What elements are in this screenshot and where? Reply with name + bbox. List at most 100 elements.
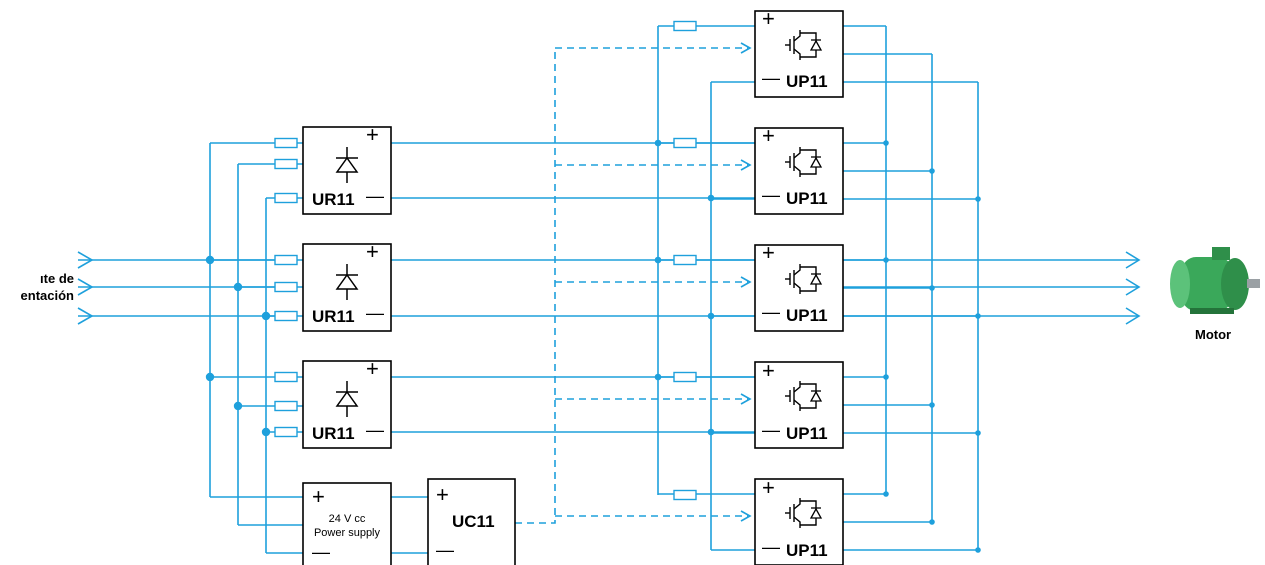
junction-dot [205, 255, 215, 265]
diode-icon [335, 390, 359, 407]
inverter-1-minus: — [762, 68, 780, 88]
rectifier-1-label: UR11 [312, 190, 355, 209]
junction-dot [883, 140, 889, 146]
igbt-icon [793, 498, 801, 510]
rectifier-3-label: UR11 [312, 424, 355, 443]
junction-dot [707, 312, 715, 320]
junction-dot [707, 194, 715, 202]
junction-dot [975, 196, 981, 202]
junction-dot [261, 427, 271, 437]
junction-dot [654, 256, 662, 264]
fuse-icon [274, 310, 298, 322]
fuse-icon [673, 254, 697, 266]
power-supply-minus: — [312, 542, 330, 562]
inverter-5-minus: — [762, 537, 780, 557]
motor-feed-arrow [1125, 251, 1141, 269]
control-arrow [740, 276, 752, 288]
power-supply-voltage: 24 V cc [328, 513, 366, 525]
power-supply-block [302, 482, 392, 565]
inverter-2-plus: + [762, 123, 775, 148]
inverter-3-minus: — [762, 302, 780, 322]
rectifier-3-plus: + [366, 356, 379, 381]
igbt-icon [793, 165, 801, 177]
inverter-3-plus: + [762, 240, 775, 265]
rectifier-1-minus: — [366, 186, 384, 206]
fuse-icon [274, 192, 298, 204]
fuse-icon [673, 371, 697, 383]
igbt-icon [793, 264, 801, 276]
controller-block [427, 478, 516, 565]
junction-dot [883, 374, 889, 380]
fuse-icon [274, 400, 298, 412]
junction-dot [929, 519, 935, 525]
igbt-icon [793, 147, 801, 159]
igbt-icon [809, 273, 823, 285]
fuse-icon [274, 254, 298, 266]
junction-dot [883, 491, 889, 497]
junction-dot [975, 430, 981, 436]
diode-icon [335, 156, 359, 173]
rectifier-2-label: UR11 [312, 307, 355, 326]
controller-plus: + [436, 482, 449, 507]
inverter-1-plus: + [762, 6, 775, 31]
inverter-4-minus: — [762, 420, 780, 440]
inverter-4-label: UP11 [786, 424, 828, 443]
igbt-icon [793, 399, 801, 411]
power-source-label-line2: entación [20, 288, 74, 303]
junction-dot [233, 401, 243, 411]
inverter-4-plus: + [762, 358, 775, 383]
inverter-3-label: UP11 [786, 306, 828, 325]
junction-dot [929, 168, 935, 174]
inverter-2-minus: — [762, 185, 780, 205]
junction-dot [205, 372, 215, 382]
fuse-icon [673, 137, 697, 149]
inverter-5-plus: + [762, 475, 775, 500]
diode-icon [335, 273, 359, 290]
motor-body [1182, 257, 1232, 311]
control-arrow [740, 159, 752, 171]
motor-face [1170, 260, 1190, 308]
control-arrow [740, 510, 752, 522]
junction-dot [929, 402, 935, 408]
fuse-icon [274, 371, 298, 383]
motor-feed-arrow [1125, 278, 1141, 296]
motor-icon [1170, 247, 1260, 314]
igbt-icon [809, 390, 823, 402]
motor-endcap [1221, 258, 1249, 310]
junction-dot [707, 428, 715, 436]
rectifier-3-minus: — [366, 420, 384, 440]
junction-dot [654, 139, 662, 147]
controller-label: UC11 [452, 512, 495, 531]
power-supply-name: Power supply [313, 527, 381, 539]
rectifier-2-plus: + [366, 239, 379, 264]
power-supply-label: 24 V cc Power supply [303, 512, 391, 540]
junction-dot [261, 311, 271, 321]
motor-label: Motor [1195, 327, 1232, 342]
igbt-icon [793, 48, 801, 60]
fuse-icon [274, 158, 298, 170]
motor-shaft [1247, 279, 1260, 288]
igbt-icon [793, 30, 801, 42]
motor-base [1190, 308, 1234, 314]
fuse-icon [673, 489, 697, 501]
inverter-block [754, 361, 844, 449]
igbt-icon [793, 516, 801, 528]
power-source-label: ıte de entación [0, 270, 74, 304]
igbt-icon [793, 282, 801, 294]
igbt-icon [809, 507, 823, 519]
controller-minus: — [436, 540, 454, 560]
fuse-icon [274, 426, 298, 438]
power-source-label-line1: ıte de [40, 271, 74, 286]
control-arrow [740, 393, 752, 405]
fuse-icon [673, 20, 697, 32]
junction-dot [929, 285, 935, 291]
motor-feed-arrow [1125, 307, 1141, 325]
control-arrow [740, 42, 752, 54]
igbt-icon [809, 39, 823, 51]
rectifier-2-minus: — [366, 303, 384, 323]
junction-dot [975, 547, 981, 553]
igbt-icon [809, 156, 823, 168]
inverter-1-label: UP11 [786, 72, 828, 91]
